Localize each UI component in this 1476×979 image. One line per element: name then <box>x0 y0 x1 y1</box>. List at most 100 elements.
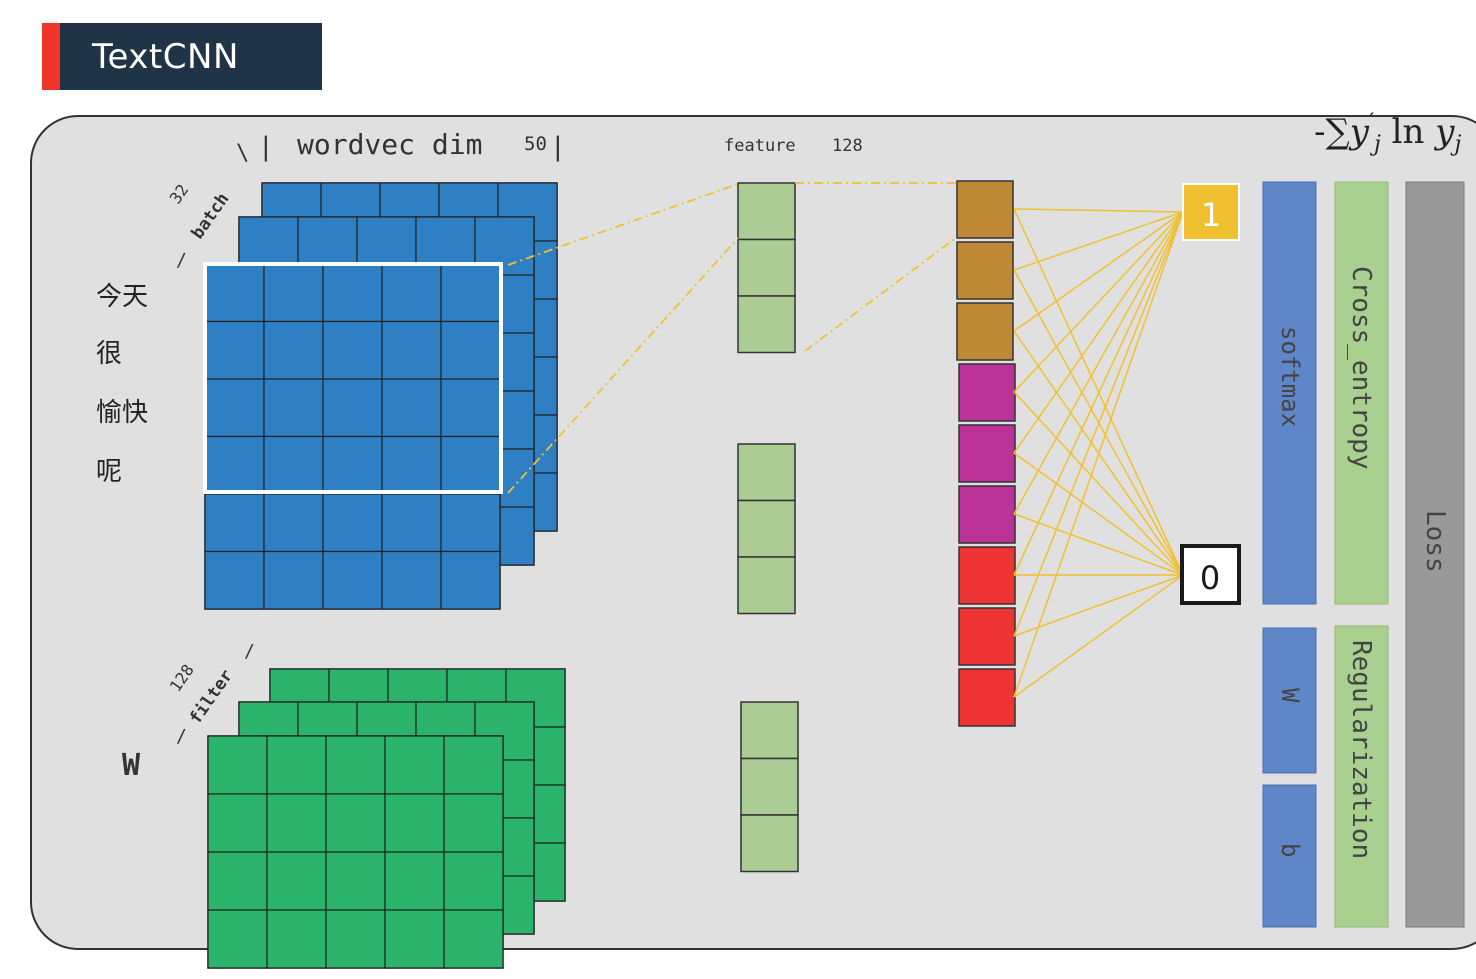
filter-grid-front-cell <box>207 735 268 795</box>
connection-to-one <box>1013 211 1184 515</box>
input-grid-front-cell <box>204 378 265 438</box>
word-ne: 呢 <box>96 457 123 487</box>
feature-map-1-cell <box>737 556 796 615</box>
feature-map-2-cell <box>740 701 799 760</box>
formula-sub-j: j <box>1373 132 1381 157</box>
filter-grid-front-cell <box>266 909 327 969</box>
output-zero-label: 0 <box>1200 559 1220 597</box>
input-grid-front-cell <box>440 378 501 438</box>
input-grid-front-cell <box>381 320 442 380</box>
loss-label: Loss <box>1420 510 1450 573</box>
feature-map-0-cell <box>737 182 796 241</box>
input-grid-front-cell <box>440 435 501 495</box>
feature-map-2-cell <box>740 814 799 873</box>
pooled-cell-1 <box>956 241 1014 300</box>
feature-map-1-cell <box>737 499 796 558</box>
guide-top <box>507 183 739 266</box>
output-zero-box <box>1180 544 1241 605</box>
input-grid-front-cell <box>204 320 265 380</box>
pooled-cell-0 <box>956 180 1014 239</box>
wordvec-dim-value: 50 <box>524 133 547 155</box>
word-very: 很 <box>96 339 123 369</box>
input-grid-front-cell <box>204 263 265 323</box>
input-grid-front-cell <box>322 263 383 323</box>
softmax-column <box>1262 181 1317 605</box>
filter-grid-stack <box>207 668 566 969</box>
connection-to-one <box>1013 208 1184 213</box>
output-one-label: 1 <box>1201 196 1221 234</box>
formula-prefix: -∑ <box>1314 112 1350 152</box>
feature-map-0-cell <box>737 295 796 354</box>
w-column-label: W <box>1276 688 1304 703</box>
dim-bar-left: | <box>258 132 274 162</box>
input-grid-front-cell <box>440 493 501 553</box>
filter-grid-front-cell <box>266 735 327 795</box>
cross-entropy-label: Cross_entropy <box>1346 266 1376 470</box>
formula-y: y <box>1435 112 1455 152</box>
connection-to-one <box>1013 211 1184 332</box>
input-grid-front-cell <box>263 378 324 438</box>
filter-grid-front-cell <box>325 851 386 911</box>
input-grid-front-cell <box>204 550 265 610</box>
input-grid-front-cell <box>322 435 383 495</box>
filter-grid-front-cell <box>325 909 386 969</box>
formula-prime: ′ <box>1368 110 1374 135</box>
softmax-label: softmax <box>1276 326 1304 428</box>
filter-grid-front-cell <box>207 851 268 911</box>
filter-grid-front-cell <box>325 735 386 795</box>
loss-column <box>1405 181 1465 928</box>
feature-map-0-cell <box>737 238 796 297</box>
input-grid-front-cell <box>440 550 501 610</box>
input-grid-front-cell <box>381 435 442 495</box>
batch-value: 32 <box>166 181 193 208</box>
input-grid-front-cell <box>263 320 324 380</box>
input-grid-stack <box>203 182 558 610</box>
word-today: 今天 <box>96 282 149 312</box>
connection-to-zero <box>1013 391 1184 576</box>
feature-maps <box>737 182 799 873</box>
filter-grid-front-cell <box>207 793 268 853</box>
pooled-cell-2 <box>956 302 1014 361</box>
loss-formula: -∑y′j ln yj <box>1314 110 1461 157</box>
pooled-cell-5 <box>958 485 1016 544</box>
filter-grid-front-cell <box>384 735 445 795</box>
weight-label: W <box>122 748 141 783</box>
filter-grid-front-cell <box>325 793 386 853</box>
output-one-box <box>1182 183 1240 241</box>
connection-to-one <box>1013 211 1184 637</box>
input-grid-front-cell <box>204 435 265 495</box>
input-grid-front-cell <box>322 493 383 553</box>
b-column-label: b <box>1276 843 1304 858</box>
filter-window-highlight <box>203 262 503 494</box>
wordvec-dim-label: wordvec dim <box>297 128 482 161</box>
connection-to-zero <box>1013 452 1184 576</box>
input-grid-front-cell <box>440 263 501 323</box>
filter-value: 128 <box>166 661 198 696</box>
input-grid-front-cell <box>322 320 383 380</box>
guide-pool-bottom <box>804 236 958 352</box>
filter-grid-front-cell <box>384 909 445 969</box>
input-grid-front-cell <box>263 435 324 495</box>
title-bar: TextCNN <box>42 23 322 90</box>
input-grid-front-cell <box>381 263 442 323</box>
dense-connections <box>1013 208 1184 698</box>
word-happy: 愉快 <box>96 398 149 428</box>
filter-grid-front-cell <box>384 851 445 911</box>
filter-grid-front-cell <box>266 851 327 911</box>
input-grid-front-cell <box>381 378 442 438</box>
formula-sub-j2: j <box>1454 132 1462 157</box>
connection-to-zero <box>1013 574 1184 637</box>
input-grid-front-cell <box>204 493 265 553</box>
regularization-label: Regularization <box>1346 640 1376 860</box>
feature-label: feature <box>724 136 796 156</box>
filter-grid-front-cell <box>384 793 445 853</box>
input-grid-front-cell <box>322 378 383 438</box>
connection-to-one <box>1013 211 1184 454</box>
connection-to-one <box>1013 211 1184 698</box>
regularization-column <box>1334 625 1389 928</box>
filter-grid-front-cell <box>443 793 504 853</box>
pooled-cell-7 <box>958 607 1016 666</box>
slide-title: TextCNN <box>92 37 239 77</box>
